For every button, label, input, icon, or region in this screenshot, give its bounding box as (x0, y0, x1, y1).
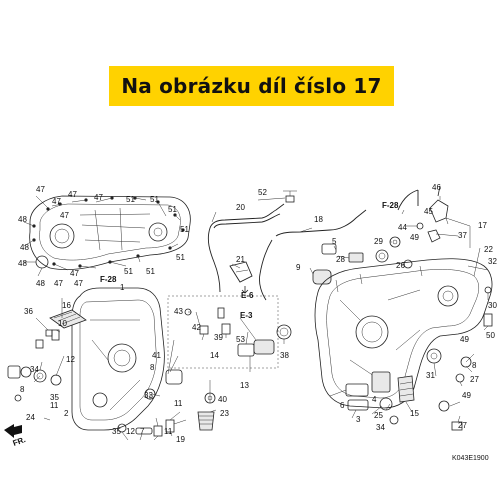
callout-51: 51 (168, 205, 177, 214)
callout-3: 3 (356, 415, 361, 424)
leader-lines (23, 195, 489, 441)
callout-42: 42 (192, 323, 201, 332)
callout-47: 47 (36, 185, 45, 194)
callout-49: 49 (460, 335, 469, 344)
callout-12: 12 (66, 355, 75, 364)
callout-46: 46 (432, 183, 441, 192)
fr-label: FR. (12, 435, 27, 448)
callout-44: 44 (398, 223, 407, 232)
callout-14: 14 (210, 351, 219, 360)
callout-10: 10 (58, 319, 67, 328)
callout-8: 8 (472, 361, 477, 370)
callout-18: 18 (314, 215, 323, 224)
callout-47: 47 (70, 269, 79, 278)
ref-f28-right: F-28 (382, 201, 399, 210)
callout-27: 27 (458, 421, 467, 430)
callout-20: 20 (236, 203, 245, 212)
callout-47: 47 (74, 279, 83, 288)
callout-48: 48 (36, 279, 45, 288)
callout-23: 23 (220, 409, 229, 418)
callout-28: 28 (336, 255, 345, 264)
callout-47: 47 (54, 279, 63, 288)
callout-25: 25 (374, 411, 383, 420)
callout-38: 38 (280, 351, 289, 360)
callout-22: 22 (484, 245, 493, 254)
left-crankcase-cover (29, 195, 191, 270)
callout-41: 41 (152, 351, 161, 360)
ref-e6: E-6 (241, 291, 254, 300)
ref-e3: E-3 (240, 311, 253, 320)
callout-1: 1 (120, 283, 125, 292)
callout-50: 50 (486, 331, 495, 340)
callout-35: 35 (112, 427, 121, 436)
callout-34: 34 (376, 423, 385, 432)
callout-4: 4 (372, 395, 377, 404)
callout-5: 5 (332, 237, 337, 246)
callout-11: 11 (50, 401, 59, 410)
callout-8: 8 (20, 385, 25, 394)
callout-36: 36 (24, 307, 33, 316)
callout-27: 27 (470, 375, 479, 384)
callout-30: 30 (488, 301, 497, 310)
callout-37: 37 (458, 231, 467, 240)
wire-harness (207, 190, 367, 301)
callout-51: 51 (124, 267, 133, 276)
ref-f28-left: F-28 (100, 275, 117, 284)
callout-51: 51 (180, 225, 189, 234)
callout-39: 39 (214, 333, 223, 342)
callout-51: 51 (146, 267, 155, 276)
diagram-code: K043E1900 (452, 455, 489, 462)
callout-32: 32 (488, 257, 497, 266)
callout-45: 45 (424, 207, 433, 216)
callout-17: 17 (478, 221, 487, 230)
small-parts-lower (7, 295, 292, 437)
callout-16: 16 (62, 301, 71, 310)
front-arrow-icon (4, 424, 22, 438)
callout-2: 2 (64, 409, 69, 418)
callout-11: 11 (164, 427, 173, 436)
callout-15: 15 (410, 409, 419, 418)
callout-52: 52 (258, 188, 267, 197)
callout-26: 26 (396, 261, 405, 270)
callout-24: 24 (26, 413, 35, 422)
callout-51: 51 (126, 195, 135, 204)
callout-47: 47 (68, 190, 77, 199)
callout-48: 48 (20, 243, 29, 252)
callout-13: 13 (240, 381, 249, 390)
callout-49: 49 (410, 233, 419, 242)
callout-48: 48 (18, 259, 27, 268)
small-parts-lower-right (345, 286, 493, 431)
callout-19: 19 (176, 435, 185, 444)
callout-40: 40 (218, 395, 227, 404)
callout-47: 47 (52, 197, 61, 206)
title-banner: Na obrázku díl číslo 17 (109, 66, 394, 106)
callout-29: 29 (374, 237, 383, 246)
callout-51: 51 (176, 253, 185, 262)
callout-49: 49 (462, 391, 471, 400)
callout-48: 48 (18, 215, 27, 224)
callout-12: 12 (126, 427, 135, 436)
left-crankcase (45, 287, 165, 431)
callout-35: 35 (50, 393, 59, 402)
callout-6: 6 (340, 401, 345, 410)
callout-47: 47 (60, 211, 69, 220)
callout-43: 43 (174, 307, 183, 316)
callout-47: 47 (94, 193, 103, 202)
callout-33: 33 (144, 391, 153, 400)
callout-9: 9 (296, 263, 301, 272)
callout-7: 7 (140, 427, 145, 436)
banner-title: Na obrázku díl číslo 17 (121, 74, 382, 98)
callout-numbers: 47 47 47 47 48 47 48 48 48 47 47 47 51 5… (18, 183, 497, 444)
callout-53: 53 (236, 335, 245, 344)
callout-31: 31 (426, 371, 435, 380)
callout-51: 51 (150, 195, 159, 204)
right-crankcase (314, 258, 493, 409)
callout-11: 11 (174, 399, 183, 408)
small-parts-upper-right (312, 185, 449, 285)
callout-21: 21 (236, 255, 245, 264)
callout-34: 34 (30, 365, 39, 374)
callout-8: 8 (150, 363, 155, 372)
